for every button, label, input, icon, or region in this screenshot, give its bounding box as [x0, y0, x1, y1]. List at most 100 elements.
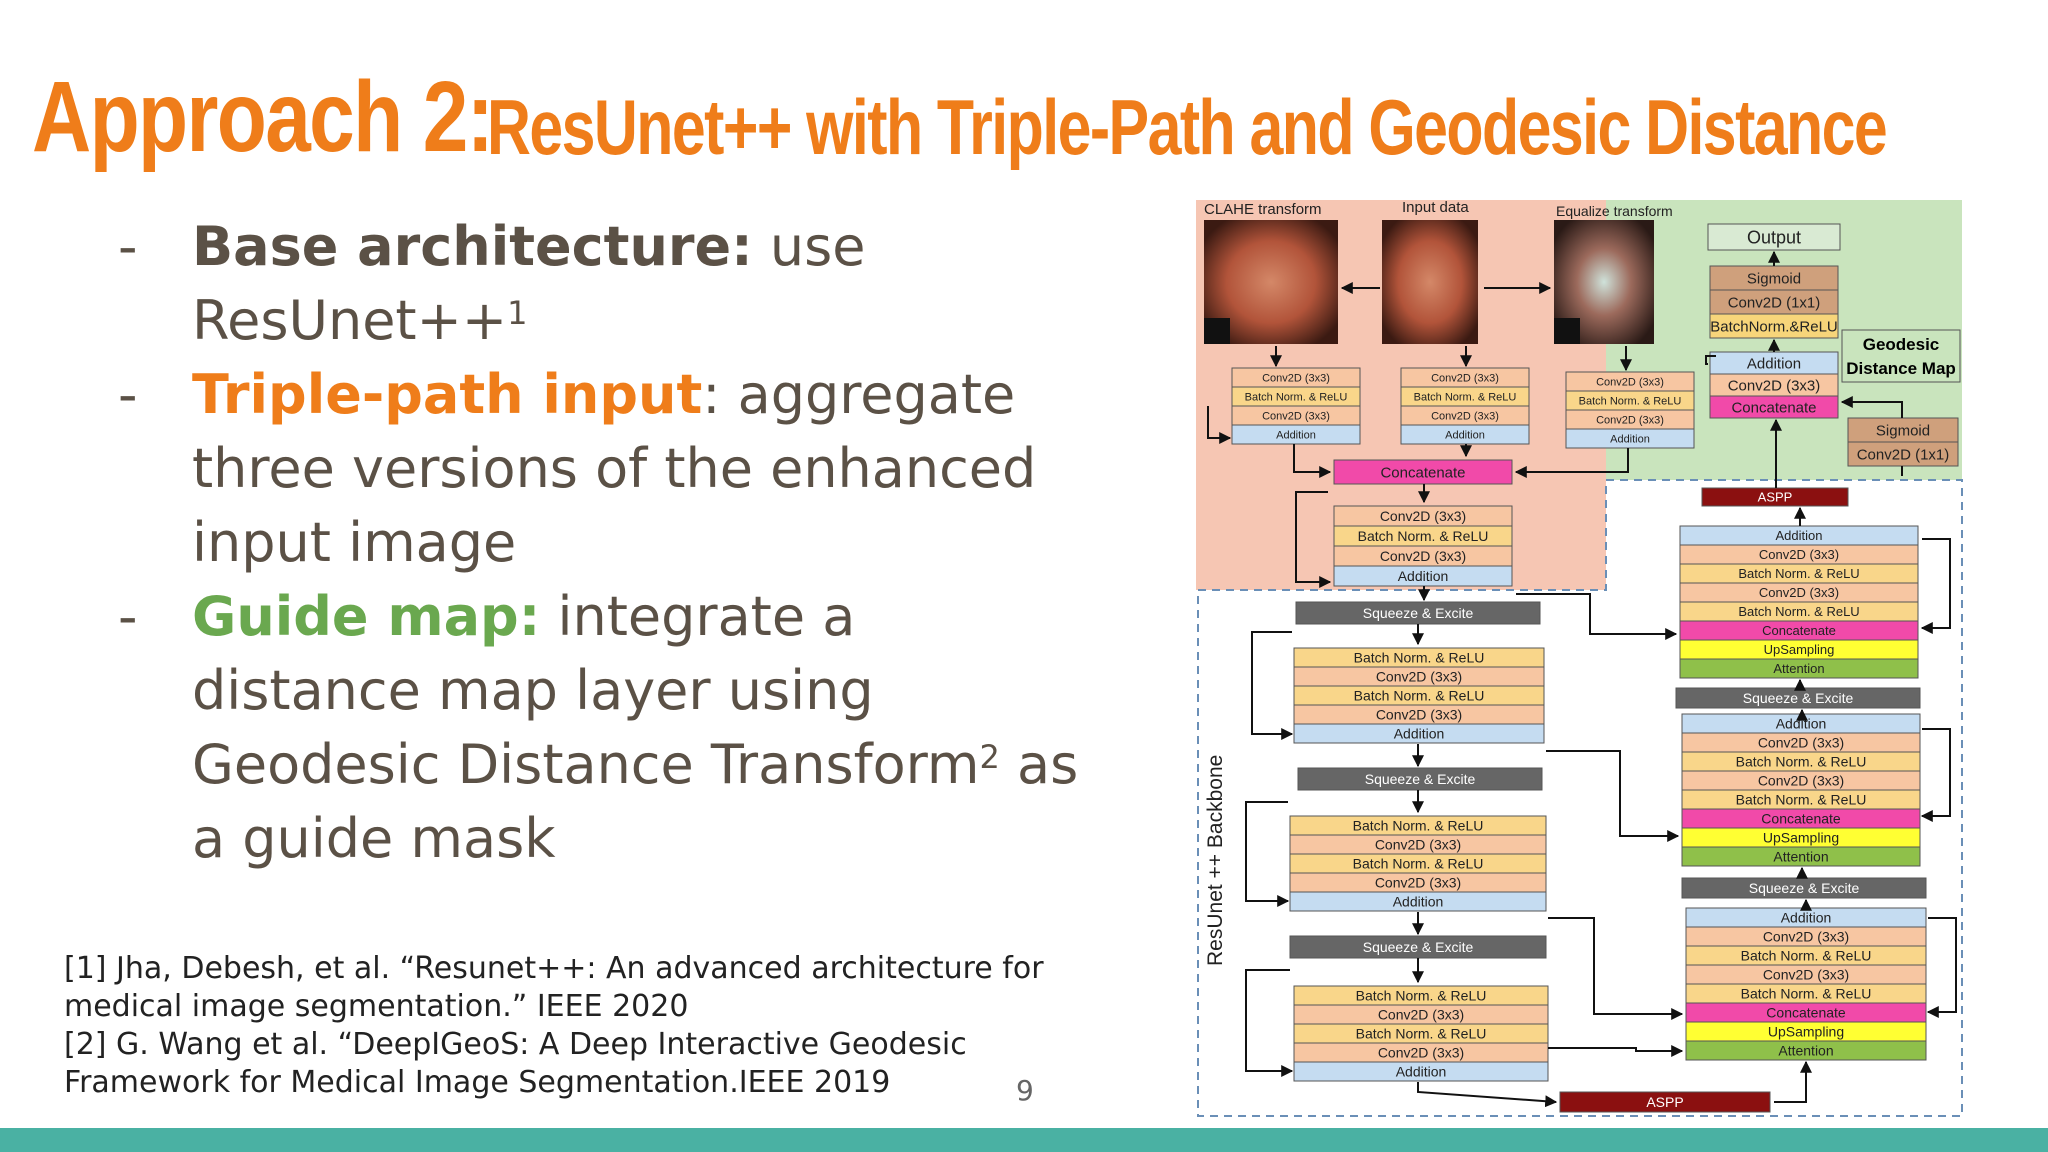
connector-line: [1417, 1082, 1558, 1108]
geodesic-map-box: [1841, 329, 1961, 383]
input-block-clahe-box: [1231, 424, 1361, 445]
decoder-block-1-label: Batch Norm. & ReLU: [1738, 604, 1859, 619]
connector-line: [1514, 448, 1629, 478]
decoder-block-1-label: Addition: [1776, 528, 1823, 543]
decoder-block-3-box: [1685, 1040, 1927, 1061]
decoder-block-2-label: Conv2D (3x3): [1758, 735, 1844, 751]
input-block-equalize-label: Conv2D (3x3): [1596, 414, 1664, 426]
encoder-block-1-label: Conv2D (3x3): [1376, 707, 1462, 723]
stem-block-label: Batch Norm. & ReLU: [1358, 528, 1489, 544]
decoder-block-2-box: [1681, 846, 1921, 867]
decoder-block-1-label: Conv2D (3x3): [1759, 585, 1839, 600]
input-label-equalize: Equalize transform: [1556, 203, 1673, 219]
decoder-block-3-label: Concatenate: [1766, 1005, 1846, 1021]
decoder-block-3-label: Batch Norm. & ReLU: [1741, 986, 1872, 1002]
page-number: 9: [1016, 1074, 1034, 1107]
encoder-block-1-label: Addition: [1394, 726, 1445, 742]
input-label-data: Input data: [1402, 199, 1469, 216]
encoder-block-2-label: Batch Norm. & ReLU: [1353, 856, 1484, 872]
connector-line: [1546, 750, 1680, 842]
decoder-block-3-label: Attention: [1778, 1043, 1833, 1059]
squeeze-excite-dec1-label: Squeeze & Excite: [1743, 690, 1854, 706]
input-image: [1382, 220, 1478, 344]
input-block-equalize-label: Addition: [1610, 433, 1650, 445]
geo-head-label: Sigmoid: [1876, 422, 1930, 439]
input-block-equalize-label: Batch Norm. & ReLU: [1579, 395, 1682, 407]
input-block-clahe-label: Conv2D (3x3): [1262, 372, 1330, 384]
connector-line: [1774, 1060, 1812, 1103]
connector-line: [1926, 917, 1957, 1018]
bottom-bar: [0, 1128, 2048, 1152]
backbone-label: ResUnet ++ Backbone: [1204, 755, 1227, 966]
squeeze-excite-enc1-label: Squeeze & Excite: [1363, 605, 1474, 621]
encoder-block-3-label: Batch Norm. & ReLU: [1356, 1026, 1487, 1042]
encoder-block-2-label: Conv2D (3x3): [1375, 875, 1461, 891]
connector-line: [1705, 355, 1716, 365]
bullet-dash: -: [118, 585, 138, 648]
aspp-bottom-box: [1559, 1091, 1771, 1113]
bullet-base-architecture: - Base architecture: use ResUnet++1: [118, 210, 1098, 358]
encoder-block-2-label: Batch Norm. & ReLU: [1353, 818, 1484, 834]
architecture-diagram: CLAHE transform Input data Equalize tran…: [1196, 199, 1963, 1117]
encoder-block-3-label: Addition: [1396, 1064, 1447, 1080]
input-block-clahe-label: Addition: [1276, 429, 1316, 441]
bullet-text: as a guide mask: [192, 733, 1079, 870]
image-corner: [1204, 318, 1230, 344]
output-stack-box: [1709, 313, 1839, 339]
squeeze-excite-enc2-label: Squeeze & Excite: [1365, 771, 1476, 787]
aspp-bottom-label: ASPP: [1646, 1094, 1683, 1110]
squeeze-excite-enc2-box: [1297, 767, 1543, 791]
bullet-guide-map: - Guide map: integrate a distance map la…: [118, 580, 1098, 876]
decoder-block-2-label: Batch Norm. & ReLU: [1736, 792, 1867, 808]
decoder-block-1-label: Attention: [1773, 661, 1824, 676]
input-block-equalize-box: [1565, 428, 1695, 449]
decoder-block-1-box: [1679, 658, 1919, 679]
title-approach: Approach 2:: [32, 61, 494, 173]
connector-line: [1840, 396, 1903, 418]
geo-head-box: [1847, 417, 1959, 443]
decoder-block-1-label: Concatenate: [1762, 623, 1836, 638]
encoder-block-2-label: Conv2D (3x3): [1375, 837, 1461, 853]
geo-head-box: [1847, 441, 1959, 467]
connector-line: [1548, 917, 1684, 1020]
geo-stack-label: Addition: [1747, 355, 1801, 372]
bullet-list: - Base architecture: use ResUnet++1 - Tr…: [118, 210, 1098, 876]
input-label-clahe: CLAHE transform: [1204, 201, 1322, 218]
squeeze-excite-enc3-label: Squeeze & Excite: [1363, 939, 1474, 955]
bullet-label: Guide map:: [192, 585, 541, 648]
connector-line: [1516, 593, 1678, 640]
encoder-block-1-label: Conv2D (3x3): [1376, 669, 1462, 685]
decoder-block-2-label: Addition: [1776, 716, 1827, 732]
encoder-block-3-label: Batch Norm. & ReLU: [1356, 988, 1487, 1004]
connector-line: [1245, 801, 1290, 907]
decoder-block-2-label: Concatenate: [1761, 811, 1841, 827]
connector-line: [1295, 491, 1332, 588]
backbone-region: [1197, 479, 1963, 1117]
encoder-block-3-label: Conv2D (3x3): [1378, 1007, 1464, 1023]
connector-line: [1548, 1045, 1684, 1057]
geodesic-map-label: Geodesic Distance Map: [1896, 354, 1907, 357]
stem-block-label: Conv2D (3x3): [1380, 548, 1466, 564]
encoder-block-1-box: [1293, 723, 1545, 744]
bullet-label: Base architecture:: [192, 215, 753, 278]
decoder-block-3-label: UpSampling: [1768, 1024, 1844, 1040]
bullet-dash: -: [118, 215, 138, 278]
connector-line: [1245, 969, 1294, 1077]
decoder-block-2-label: Batch Norm. & ReLU: [1736, 754, 1867, 770]
decoder-block-3-label: Batch Norm. & ReLU: [1741, 948, 1872, 964]
encoder-block-1-label: Batch Norm. & ReLU: [1354, 650, 1485, 666]
output-stack-label: BatchNorm.&ReLU: [1710, 318, 1838, 335]
input-block-clahe-label: Batch Norm. & ReLU: [1245, 391, 1348, 403]
bullet-text: : aggregate three versions of the enhanc…: [192, 363, 1037, 574]
bullet-dash: -: [118, 363, 138, 426]
connector-line: [1251, 631, 1294, 740]
connector-line: [1293, 444, 1332, 478]
output-stack-label: Sigmoid: [1747, 270, 1801, 287]
image-corner: [1554, 318, 1580, 344]
decoder-block-1-label: UpSampling: [1764, 642, 1835, 657]
input-block-data-label: Conv2D (3x3): [1431, 372, 1499, 384]
geo-stack-label: Concatenate: [1731, 399, 1816, 416]
connector-line: [1920, 538, 1951, 634]
bullet-text: integrate a distance map layer using Geo…: [192, 585, 980, 796]
decoder-block-3-label: Conv2D (3x3): [1763, 929, 1849, 945]
